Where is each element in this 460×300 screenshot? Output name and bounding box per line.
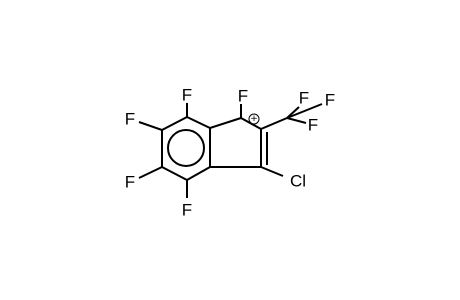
positive-charge-marker: + bbox=[248, 113, 260, 125]
bond-ring-c4-c3a bbox=[186, 166, 211, 181]
atom-cl: Cl bbox=[290, 172, 306, 191]
atom-f-benzo-bottom: F bbox=[182, 201, 192, 220]
atom-f-benzo-upper-left: F bbox=[125, 110, 135, 129]
bond-c3-cl bbox=[260, 166, 284, 177]
bond-cf3-f-right-upper bbox=[286, 103, 323, 119]
atom-f-cf3-right-upper: F bbox=[325, 91, 335, 110]
benzene-ring bbox=[161, 116, 211, 181]
atom-f-carbocation: F bbox=[238, 87, 248, 106]
substituent-bonds bbox=[138, 103, 323, 198]
atom-f-cf3-right-lower: F bbox=[308, 116, 318, 135]
atom-f-benzo-lower-left: F bbox=[125, 173, 135, 192]
bond-cf3-f-right-lower bbox=[286, 117, 307, 124]
aromatic-ring-circle bbox=[167, 129, 205, 167]
charge-sign: + bbox=[250, 114, 258, 124]
bond-ring-c5-c4 bbox=[161, 166, 188, 181]
atom-labels: F F F F F F F F Cl bbox=[125, 86, 335, 220]
bond-ring-c7-c6 bbox=[161, 116, 188, 131]
bond-c2-cf3 bbox=[260, 117, 288, 130]
atom-f-cf3-top: F bbox=[299, 89, 309, 108]
charge-circle bbox=[248, 113, 260, 125]
bond-c7a-c1 bbox=[209, 117, 242, 129]
bond-ring-c7a-c7 bbox=[186, 116, 211, 129]
five-membered-ring bbox=[209, 117, 268, 168]
atom-f-benzo-top: F bbox=[182, 86, 192, 105]
bond-c5-f bbox=[138, 166, 163, 179]
bond-c6-f bbox=[138, 121, 163, 131]
